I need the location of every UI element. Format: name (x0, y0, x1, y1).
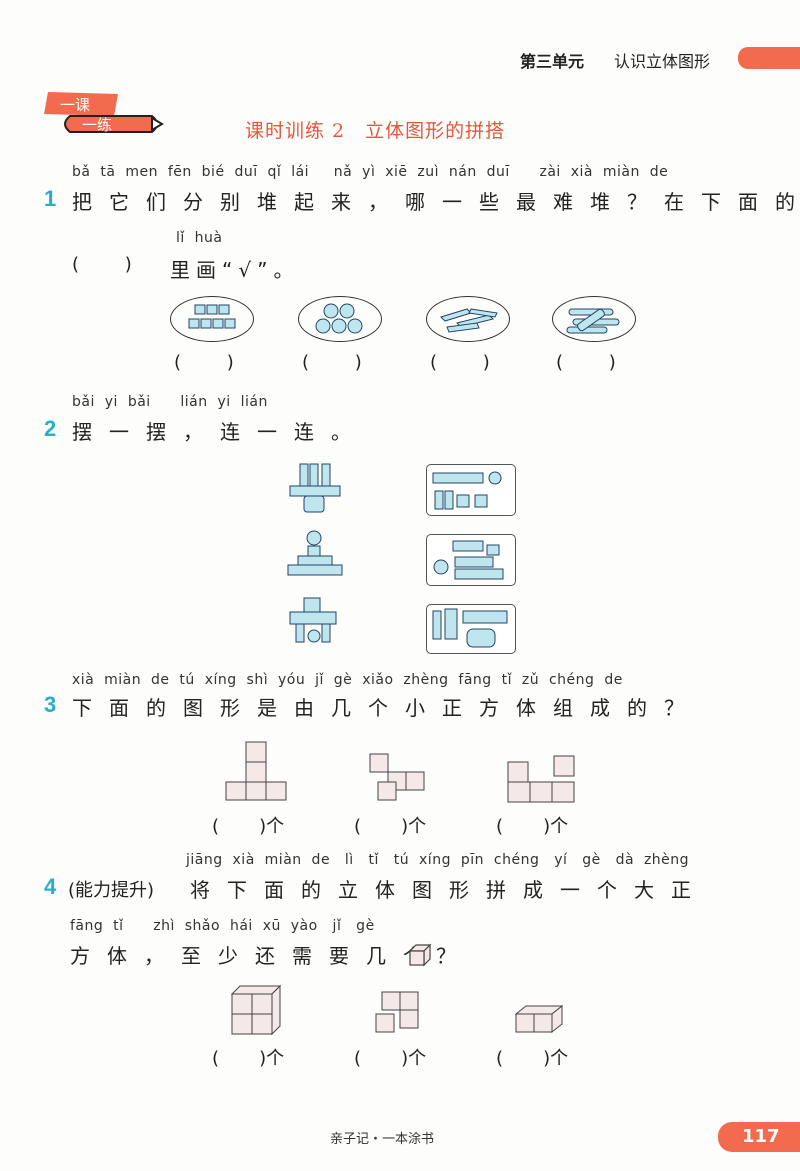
q3-answer-2[interactable]: ( )个 (354, 816, 427, 837)
q1-pinyin-line1: bǎ tā men fēn bié duī qǐ lái nǎ yì xiē z… (72, 164, 669, 180)
structure-2 (286, 528, 346, 582)
footer-brand: 亲子记・一本涂书 (330, 1132, 435, 1147)
q4-pinyin-line2: fāng tǐ zhì shǎo hái xū yào jǐ gè (70, 918, 375, 934)
frame-1[interactable] (426, 464, 516, 516)
q3-cube-figure-2 (364, 750, 434, 802)
q4-answer-3[interactable]: ( )个 (496, 1048, 569, 1069)
small-cube-icon (408, 943, 432, 967)
page-number: 117 (742, 1126, 780, 1147)
structure-3 (286, 594, 346, 650)
q4-answer-2[interactable]: ( )个 (354, 1048, 427, 1069)
q1-answer-2[interactable]: ( ) (302, 352, 362, 373)
q4-text-line2: 方体，至少还需要几个 (70, 944, 440, 968)
q3-answer-1[interactable]: ( )个 (212, 816, 285, 837)
q4-text-line1: 将下面的立体图形拼成一个大正 (190, 878, 708, 902)
lesson-badge: 一课 一练 (40, 86, 165, 146)
header-accent-bar (738, 47, 800, 69)
q4-cube-figure-3 (512, 1002, 568, 1038)
question-number-1: 1 (44, 186, 57, 211)
q3-pinyin: xià miàn de tú xíng shì yóu jǐ gè xiǎo z… (72, 672, 623, 688)
page-number-tab (718, 1122, 800, 1152)
q1-answer-3[interactable]: ( ) (430, 352, 490, 373)
q1-pinyin-line2: lǐ huà (176, 230, 223, 246)
unit-title: 认识立体图形 (614, 52, 711, 71)
structure-1 (286, 460, 346, 520)
frame-3[interactable] (426, 604, 516, 654)
q1-answer-1[interactable]: ( ) (174, 352, 234, 373)
badge-top-text: 一课 (60, 96, 90, 114)
oval-spheres (298, 296, 382, 342)
q2-pinyin: bǎi yi bǎi lián yi lián (72, 394, 268, 410)
q4-text-question-mark: ？ (436, 944, 473, 968)
oval-cuboids (426, 296, 510, 342)
q3-cube-figure-1 (222, 738, 292, 802)
oval-cubes (170, 296, 254, 342)
q4-answer-1[interactable]: ( )个 (212, 1048, 285, 1069)
question-number-3: 3 (44, 692, 57, 717)
q3-text: 下面的图形是由几个小正方体组成的？ (72, 696, 701, 720)
q3-cube-figure-3 (504, 750, 578, 804)
q2-text: 摆一摆，连一连。 (72, 420, 368, 444)
question-number-2: 2 (44, 416, 57, 441)
unit-label: 第三单元 (520, 52, 585, 71)
q1-text-line1: 把它们分别堆起来，哪一些最难堆？在下面的 (72, 190, 800, 214)
q1-answer-4[interactable]: ( ) (556, 352, 616, 373)
frame-2[interactable] (426, 534, 516, 586)
lesson-title: 课时训练 2 立体图形的拼搭 (245, 120, 506, 142)
q1-answer-blank[interactable]: ( ) (72, 254, 132, 275)
q3-answer-3[interactable]: ( )个 (496, 816, 569, 837)
badge-bottom-text: 一练 (82, 116, 112, 134)
q4-cube-figure-1 (228, 982, 282, 1038)
question-number-4: 4 (44, 874, 57, 899)
oval-cylinders (552, 296, 636, 342)
q4-pinyin-line1: jiāng xià miàn de lì tǐ tú xíng pīn chén… (186, 852, 690, 868)
q1-text-line2: 里画“√”。 (170, 258, 300, 282)
q4-cube-figure-2 (372, 984, 424, 1038)
q4-ability-tag: (能力提升) (68, 880, 155, 901)
